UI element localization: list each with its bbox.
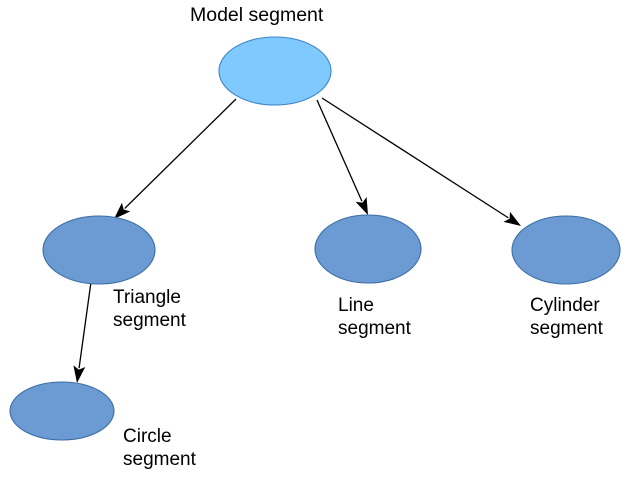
node-ellipse-model[interactable] xyxy=(218,36,332,106)
arrowhead-model-to-triangle xyxy=(114,202,131,219)
label-line: Model segment xyxy=(190,4,324,26)
label-line: segment xyxy=(113,310,187,331)
label-line: segment xyxy=(530,318,604,339)
nodes-layer xyxy=(9,36,621,441)
arrowhead-model-to-cylinder xyxy=(503,211,521,226)
arrowhead-model-to-line xyxy=(355,197,368,215)
label-line: segment xyxy=(338,318,412,339)
edge-model-to-triangle xyxy=(114,98,237,219)
edge-triangle-to-circle xyxy=(73,281,92,383)
edge-line-model-to-cylinder xyxy=(321,97,509,219)
diagram-title: Model segment xyxy=(190,4,324,26)
edge-line-model-to-line xyxy=(316,99,363,202)
label-line: Line xyxy=(338,295,374,316)
edges-layer xyxy=(73,97,521,383)
edge-model-to-cylinder xyxy=(321,97,521,226)
node-ellipse-triangle[interactable] xyxy=(42,215,156,285)
label-line: Triangle xyxy=(113,287,181,308)
label-line: Cylinder xyxy=(530,295,600,316)
node-ellipse-cylinder[interactable] xyxy=(511,215,621,285)
edge-line-model-to-triangle xyxy=(124,98,237,209)
edge-model-to-line xyxy=(316,99,368,215)
label-line: Circle xyxy=(123,426,172,447)
label-line: segment xyxy=(123,449,197,470)
node-ellipse-circle[interactable] xyxy=(9,381,115,441)
arrowhead-triangle-to-circle xyxy=(73,365,86,383)
edge-line-triangle-to-circle xyxy=(78,281,92,369)
node-ellipse-line[interactable] xyxy=(314,214,422,284)
